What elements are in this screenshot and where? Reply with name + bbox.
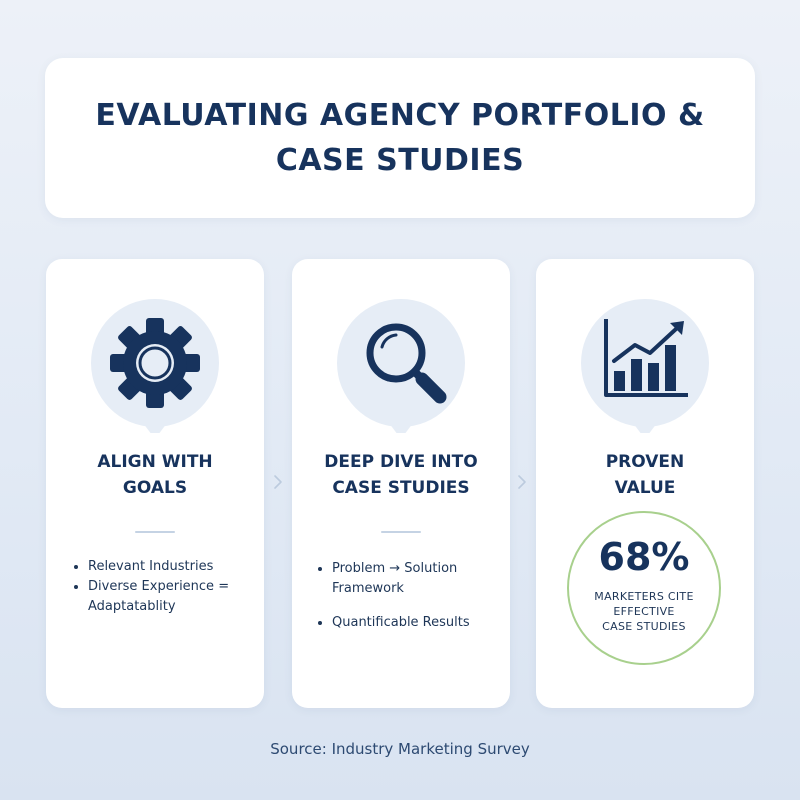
stat-label-line-3: CASE STUDIES	[602, 620, 686, 633]
source-note: Source: Industry Marketing Survey	[270, 740, 530, 758]
page-title-line-2: CASE STUDIES	[275, 143, 525, 178]
card-heading-line-2: CASE STUDIES	[332, 478, 470, 498]
divider	[381, 531, 421, 533]
stat-label-line-1: MARKETERS CITE	[594, 590, 694, 603]
icon-bubble	[334, 299, 468, 433]
bullet-item: Quantificable Results	[318, 613, 500, 633]
card-heading: PROVEN VALUE	[536, 449, 754, 501]
magnifying-glass-icon	[366, 323, 447, 404]
card-heading: ALIGN WITH GOALS	[46, 449, 264, 501]
card-heading-line-1: PROVEN	[605, 452, 685, 472]
stat-label: MARKETERS CITE EFFECTIVE CASE STUDIES	[579, 589, 709, 634]
bullet-item: Diverse Experience = Adaptatablity	[74, 577, 254, 617]
divider	[135, 531, 175, 533]
stat-ring: 68% MARKETERS CITE EFFECTIVE CASE STUDIE…	[567, 511, 721, 665]
icon-bubble	[578, 299, 712, 433]
title-card: EVALUATING AGENCY PORTFOLIO & CASE STUDI…	[45, 58, 755, 218]
bullet-list: Relevant Industries Diverse Experience =…	[74, 557, 254, 617]
stat-value: 68%	[598, 535, 690, 579]
page-title-line-1: EVALUATING AGENCY PORTFOLIO &	[95, 98, 705, 133]
card-heading: DEEP DIVE INTO CASE STUDIES	[292, 449, 510, 501]
card-heading-line-2: VALUE	[614, 478, 676, 498]
card-heading-line-1: DEEP DIVE INTO	[324, 452, 478, 472]
chevron-right-icon	[518, 475, 526, 489]
gear-icon	[110, 318, 200, 408]
bar-chart-growth-icon	[604, 319, 688, 397]
card-heading-line-2: GOALS	[122, 478, 188, 498]
icon-bubble	[88, 299, 222, 433]
card-proven-value: PROVEN VALUE 68% MARKETERS CITE EFFECTIV…	[536, 259, 754, 708]
bullet-list: Problem → Solution Framework Quantificab…	[318, 559, 500, 647]
bullet-item: Problem → Solution Framework	[318, 559, 500, 599]
card-align-goals: ALIGN WITH GOALS Relevant Industries Div…	[46, 259, 264, 708]
bullet-item: Relevant Industries	[74, 557, 254, 577]
card-case-studies: DEEP DIVE INTO CASE STUDIES Problem → So…	[292, 259, 510, 708]
card-heading-line-1: ALIGN WITH	[97, 452, 213, 472]
stat-label-line-2: EFFECTIVE	[613, 605, 675, 618]
chevron-right-icon	[274, 475, 282, 489]
